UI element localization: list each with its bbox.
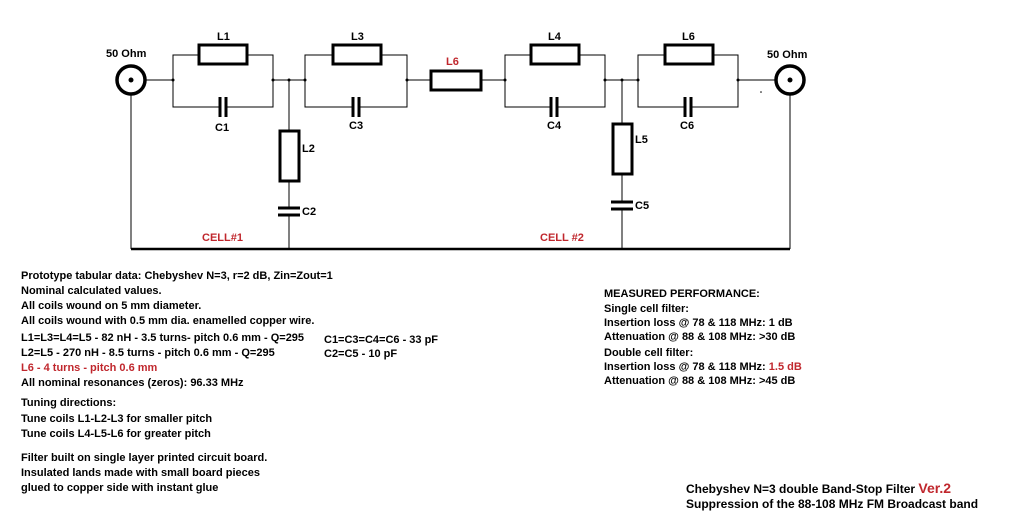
port-right xyxy=(774,64,806,96)
note-coil-a: L1=L3=L4=L5 - 82 nH - 3.5 turns- pitch 0… xyxy=(21,332,305,344)
footer-title: Chebyshev N=3 double Band-Stop Filter Ve… xyxy=(686,481,951,497)
performance-single-il: Insertion loss @ 78 & 118 MHz: 1 dB xyxy=(604,317,793,329)
note-wire: All coils wound with 0.5 mm dia. enamell… xyxy=(21,315,315,327)
note-nominal: Nominal calculated values. xyxy=(21,285,162,297)
footer-subtitle: Suppression of the 88-108 MHz FM Broadca… xyxy=(686,497,979,511)
performance-title: MEASURED PERFORMANCE: xyxy=(604,288,760,300)
note-diameter: All coils wound on 5 mm diameter. xyxy=(21,300,202,312)
label-l1: L1 xyxy=(217,31,230,43)
junction-dots xyxy=(171,78,740,82)
build-note-2: Insulated lands made with small board pi… xyxy=(21,467,261,479)
performance-single: Single cell filter: xyxy=(604,303,689,315)
inductor-l4 xyxy=(529,43,581,66)
performance-single-att: Attenuation @ 88 & 108 MHz: >30 dB xyxy=(604,331,796,343)
inductor-l2 xyxy=(278,129,301,183)
cell-1-label: CELL#1 xyxy=(202,232,243,244)
label-c6: C6 xyxy=(680,120,694,132)
port-left xyxy=(115,64,147,96)
note-prototype: Prototype tabular data: Chebyshev N=3, r… xyxy=(21,270,333,282)
label-l5: L5 xyxy=(635,134,648,146)
shunt-capacitors xyxy=(278,200,633,217)
port-right-label: 50 Ohm xyxy=(767,49,808,61)
label-c3: C3 xyxy=(349,120,363,132)
performance-double-att: Attenuation @ 88 & 108 MHz: >45 dB xyxy=(604,375,796,387)
tank-capacitors xyxy=(218,97,693,117)
cell-2-label: CELL #2 xyxy=(540,232,584,244)
tuning-2: Tune coils L4-L5-L6 for greater pitch xyxy=(21,428,211,440)
label-c4: C4 xyxy=(547,120,562,132)
port-left-label: 50 Ohm xyxy=(106,48,147,60)
performance-double-il-text: Insertion loss @ 78 & 118 MHz: xyxy=(604,361,769,373)
inductor-l3 xyxy=(331,43,383,66)
performance-double: Double cell filter: xyxy=(604,347,694,359)
footer-version: Ver.2 xyxy=(918,480,952,496)
tuning-1: Tune coils L1-L2-L3 for smaller pitch xyxy=(21,413,213,425)
note-cap-b: C2=C5 - 10 pF xyxy=(324,348,398,360)
inductor-l1 xyxy=(197,43,249,66)
label-c1: C1 xyxy=(215,122,229,134)
label-l4: L4 xyxy=(548,31,562,43)
inductor-l6 xyxy=(663,43,715,66)
performance-double-il-value: 1.5 dB xyxy=(768,361,802,373)
label-c5: C5 xyxy=(635,200,649,212)
inductor-l5 xyxy=(611,122,634,176)
build-note-3: glued to copper side with instant glue xyxy=(21,482,219,494)
label-l6: L6 xyxy=(682,31,695,43)
label-l2: L2 xyxy=(302,143,315,155)
label-l3: L3 xyxy=(351,31,364,43)
note-coil-b: L2=L5 - 270 nH - 8.5 turns - pitch 0.6 m… xyxy=(21,347,275,359)
footer-title-text: Chebyshev N=3 double Band-Stop Filter xyxy=(686,482,916,496)
tuning-title: Tuning directions: xyxy=(21,397,117,409)
label-c2: C2 xyxy=(302,206,316,218)
performance-double-il: Insertion loss @ 78 & 118 MHz: 1.5 dB xyxy=(604,360,802,375)
label-l6-series: L6 xyxy=(446,56,459,68)
inductor-l6-series xyxy=(429,69,483,92)
note-cap-a: C1=C3=C4=C6 - 33 pF xyxy=(324,334,439,346)
note-resonance: All nominal resonances (zeros): 96.33 MH… xyxy=(21,377,244,389)
note-l6: L6 - 4 turns - pitch 0.6 mm xyxy=(21,362,158,374)
build-note-1: Filter built on single layer printed cir… xyxy=(21,452,268,464)
